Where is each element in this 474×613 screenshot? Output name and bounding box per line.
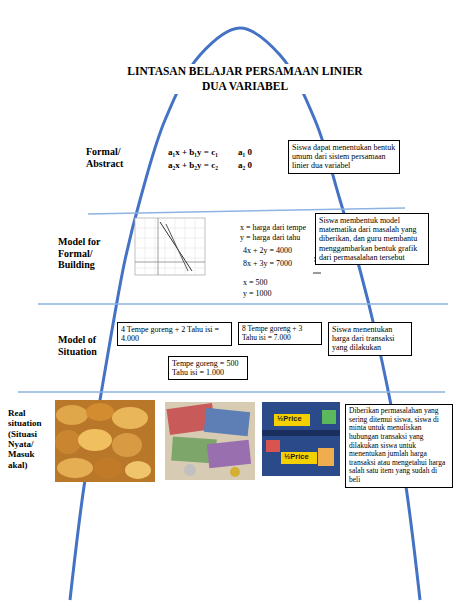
description-box: Siswa dapat menentukan bentuk umum dari …	[288, 140, 400, 174]
money-photo	[165, 402, 255, 480]
level-label: Model for Formal/ Building	[58, 236, 114, 271]
description-box: Siswa membentuk model matematika dari ma…	[315, 213, 429, 265]
equation-text: x = 500	[243, 278, 268, 287]
equation-text: a₁x + b₁y = c₁	[168, 147, 218, 157]
graph-axis	[135, 262, 205, 263]
price-tag-text: ½Price	[284, 453, 309, 462]
description-box: 4 Tempe goreng + 2 Tahu isi = 4.000	[117, 322, 232, 346]
level-label: Model of Situation	[58, 334, 110, 357]
box-text: Siswa dapat menentukan bentuk umum dari …	[292, 143, 396, 171]
equation-text: a₂x + b₂y = c₂	[168, 160, 218, 170]
graph-axis	[158, 218, 159, 275]
description-box: 8 Tempe goreng + 3 Tahu isi = 7.000	[238, 322, 322, 345]
equation-text: x = harga dari tempe	[240, 223, 306, 232]
price-tag-photo	[262, 402, 340, 476]
diagram-title: LINTASAN BELAJAR PERSAMAAN LINIER DUA VA…	[117, 64, 373, 94]
arch-curve	[70, 28, 420, 600]
level-label: Real situation (Situasi Nyata/ Masuk aka…	[8, 408, 54, 470]
graph-thumbnail	[135, 218, 205, 275]
equation-text: a₁ 0	[238, 147, 252, 157]
graph-line	[160, 222, 192, 271]
equation-text: y = 1000	[243, 289, 272, 298]
price-tag-text: ½Price	[277, 415, 302, 424]
description-box: Siswa menentukan harga dari transaksi ya…	[328, 322, 412, 356]
fried-food-photo	[55, 400, 155, 482]
box-text: 8 Tempe goreng + 3 Tahu isi = 7.000	[242, 325, 318, 342]
description-box: Tempe goreng = 500 Tahu isi = 1.000	[168, 356, 248, 380]
equation-text: y = harga dari tahu	[240, 233, 300, 242]
box-text: Tempe goreng = 500 Tahu isi = 1.000	[172, 359, 244, 377]
box-text: Siswa membentuk model matematika dari ma…	[319, 216, 425, 262]
description-box: Diberikan permasalahan yang sering ditem…	[345, 404, 453, 488]
box-text: 4 Tempe goreng + 2 Tahu isi = 4.000	[121, 325, 228, 343]
box-text: Diberikan permasalahan yang sering ditem…	[349, 407, 449, 485]
graph-frame	[135, 218, 205, 275]
equation-text: 4x + 2y = 4000	[243, 246, 292, 255]
graph-line	[166, 224, 188, 271]
level-divider	[18, 391, 445, 393]
level-label: Formal/ Abstract	[86, 146, 146, 169]
graph-grid	[135, 218, 205, 275]
equation-text: a₂ 0	[238, 160, 252, 170]
level-divider	[38, 303, 448, 305]
equation-text: 8x + 3y = 7000	[243, 259, 292, 268]
box-text: Siswa menentukan harga dari transaksi ya…	[332, 325, 408, 353]
